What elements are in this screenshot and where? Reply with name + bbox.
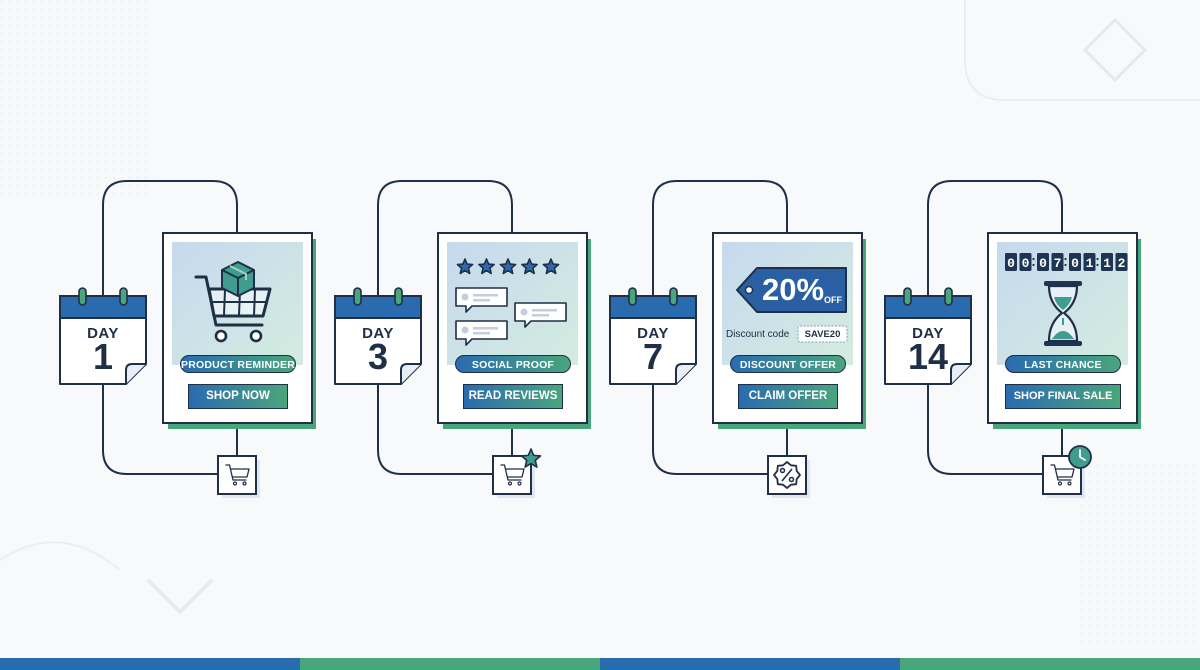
countdown-digit-cell	[1037, 253, 1049, 271]
badge-box	[217, 455, 257, 495]
stage-tag: LAST CHANCE	[1005, 355, 1121, 373]
clock-icon	[1068, 445, 1092, 469]
hourglass-icon	[1044, 281, 1082, 346]
calendar: DAY 3	[335, 296, 421, 384]
cta-button[interactable]: READ REVIEWS	[463, 384, 563, 409]
stage-tag: DISCOUNT OFFER	[730, 355, 846, 373]
connector-top	[102, 180, 238, 296]
review-illustration	[455, 258, 567, 346]
star-badge-icon	[520, 448, 542, 468]
bottom-bar-green-1	[300, 658, 600, 670]
rating-star-icon	[521, 258, 538, 275]
day-label: DAY	[637, 325, 669, 342]
background-decor	[0, 0, 1200, 650]
rating-star-icon	[542, 258, 560, 275]
cart-with-box-illustration	[194, 261, 272, 343]
countdown-digit: 1	[1103, 256, 1111, 271]
countdown-digit-cell	[1083, 253, 1096, 271]
countdown-digit: 0	[1071, 256, 1079, 271]
connector-top	[927, 180, 1063, 296]
calendar-icon	[609, 287, 697, 385]
cta-button[interactable]: CLAIM OFFER	[738, 384, 838, 409]
calendar-icon	[884, 287, 972, 385]
day-label: DAY	[362, 325, 394, 342]
cart-icon	[500, 464, 525, 486]
bottom-color-bar	[0, 658, 1200, 670]
day-label: DAY	[87, 325, 119, 342]
countdown-digit-cell	[1101, 253, 1113, 271]
review-bubble-2	[514, 302, 567, 328]
cart-icon	[1050, 464, 1075, 486]
day-number: 1	[92, 336, 114, 377]
cart-icon	[225, 464, 250, 486]
discount-off: OFF	[824, 295, 842, 305]
review-bubble-3	[455, 320, 508, 346]
countdown-digit-cell	[1069, 253, 1081, 271]
day-label: DAY	[912, 325, 944, 342]
cta-button[interactable]: SHOP NOW	[188, 384, 288, 409]
cta-button[interactable]: SHOP FINAL SALE	[1005, 384, 1121, 409]
connector-bottom	[102, 384, 218, 475]
rating-star-icon	[499, 258, 517, 275]
discount-code-value: SAVE20	[804, 329, 841, 340]
calendar-icon	[334, 287, 422, 385]
countdown-digit: 2	[1118, 256, 1126, 271]
connector-top	[652, 180, 788, 296]
discount-value: 20%	[762, 272, 825, 307]
bottom-bar-green-2	[900, 658, 1200, 670]
countdown-digit-cell	[1051, 253, 1064, 271]
rating-star-icon	[456, 258, 474, 275]
calendar: DAY 14	[885, 296, 971, 384]
discount-tag-illustration	[736, 267, 848, 343]
stage-tag: SOCIAL PROOF	[455, 355, 571, 373]
countdown-digit-cell	[1019, 253, 1032, 271]
countdown-digit: 0	[1007, 256, 1015, 271]
stage-1: DAY 1 PRODUCT REMINDER SHOP NOW	[0, 0, 300, 670]
calendar-icon	[59, 287, 147, 385]
connector-bottom	[377, 384, 493, 475]
connector-top	[377, 180, 513, 296]
stage-3-graphics	[609, 180, 866, 498]
countdown-digit: 7	[1054, 256, 1062, 271]
badge-box	[492, 455, 532, 495]
stage-tag: PRODUCT REMINDER	[180, 355, 296, 373]
discount-code-label: Discount code	[726, 329, 790, 340]
day-number: 14	[907, 336, 949, 377]
review-bubble-1	[455, 287, 508, 313]
bottom-bar-blue-2	[600, 658, 900, 670]
countdown-digit: 1	[1086, 256, 1094, 271]
discount-code-box	[797, 325, 848, 343]
day-number: 3	[367, 336, 389, 377]
box-icon	[221, 261, 255, 297]
connector-bottom	[927, 384, 1043, 475]
bottom-bar-blue-1	[0, 658, 300, 670]
connector-bottom	[652, 384, 768, 475]
day-number: 7	[642, 336, 664, 377]
stage-2: DAY 3 SOCIAL PROOF READ REVIEWS	[275, 0, 575, 670]
countdown-digit-cell	[1115, 253, 1128, 271]
stage-4: DAY 14 LAST CHANCE SHOP FINAL SALE	[825, 0, 1125, 670]
percent-badge-icon	[773, 461, 801, 489]
calendar: DAY 7	[610, 296, 696, 384]
calendar: DAY 1	[60, 296, 146, 384]
countdown-digit-cell	[1005, 253, 1017, 271]
countdown-digit: 0	[1022, 256, 1030, 271]
countdown-digit: 0	[1039, 256, 1047, 271]
rating-star-icon	[478, 258, 495, 275]
